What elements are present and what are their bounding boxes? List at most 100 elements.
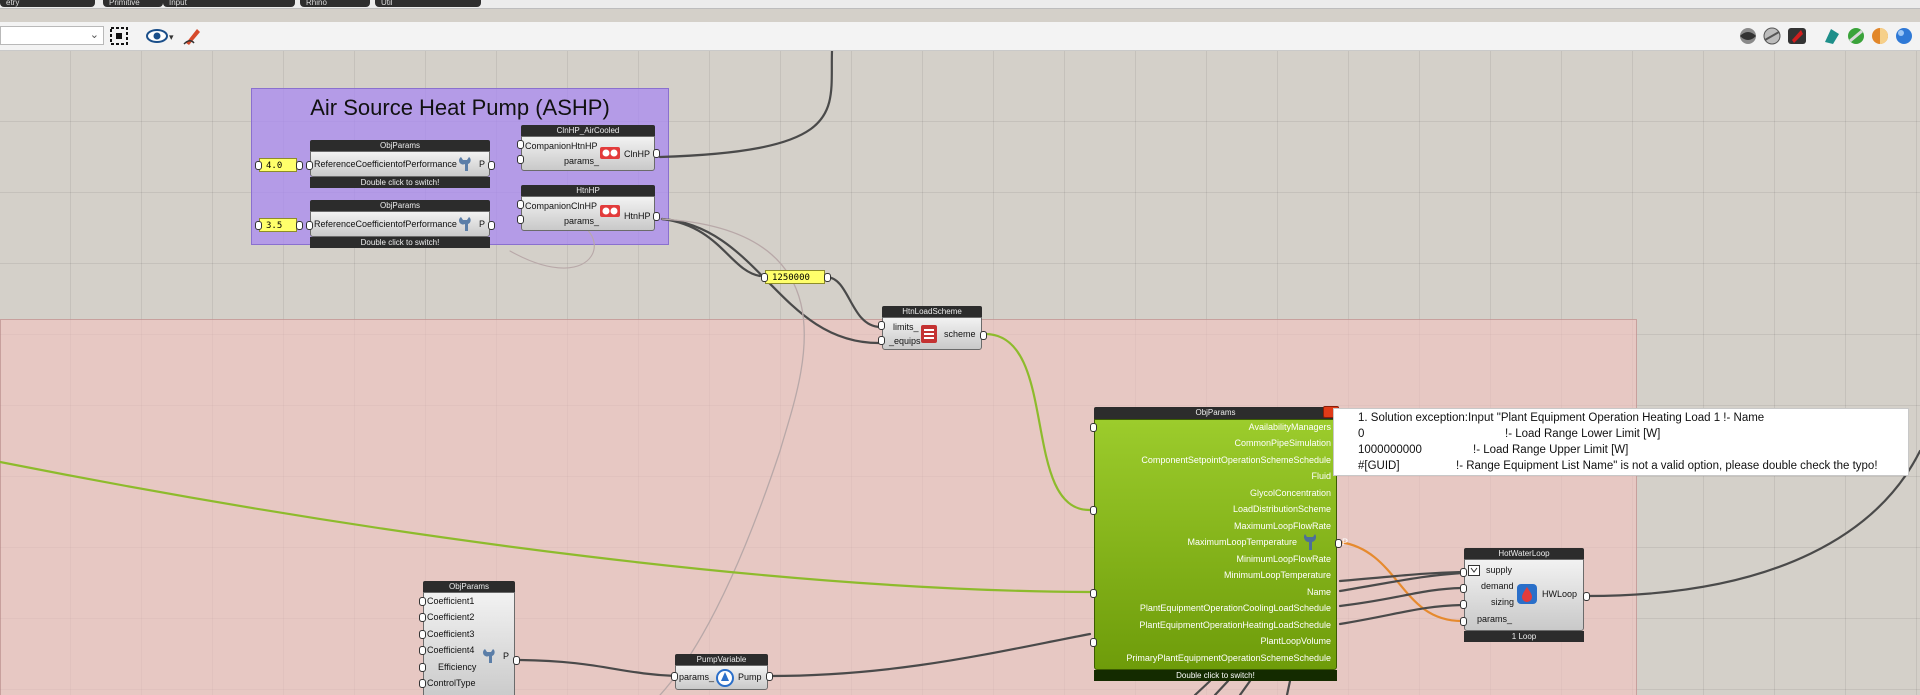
display-material-icon[interactable] [1845, 26, 1867, 46]
clnhp-output[interactable]: ClnHP [624, 149, 651, 159]
clnhp-input-companion[interactable]: CompanionHtnHP [525, 141, 598, 151]
objparams-plantloop-output[interactable]: P [1341, 537, 1348, 547]
load-limit-panel[interactable]: 1250000 [765, 270, 825, 284]
objparams-plantloop[interactable]: ObjParams AvailabilityManagers CommonPip… [1094, 407, 1348, 681]
htnhp-input-params[interactable]: params_ [564, 216, 600, 226]
clnhp-aircooled[interactable]: ClnHP_AirCooled CompanionHtnHP params_ C… [521, 125, 655, 171]
pump-input-coefficient2[interactable]: Coefficient2 [427, 612, 475, 622]
pin[interactable] [1460, 617, 1467, 626]
objparams-heating-footer[interactable]: Double click to switch! [310, 237, 490, 248]
pin[interactable] [255, 161, 262, 170]
pin[interactable] [419, 597, 426, 606]
eye-icon[interactable]: ▾ [145, 26, 174, 46]
pin[interactable] [878, 336, 885, 345]
input-cooling-load-schedule[interactable]: PlantEquipmentOperationCoolingLoadSchedu… [1139, 603, 1331, 613]
pumpvariable-input-params[interactable]: params_ [679, 672, 715, 682]
objparams-plantloop-footer[interactable]: Double click to switch! [1094, 670, 1337, 681]
htnloadscheme-input-limits[interactable]: limits_ [893, 322, 919, 332]
hotwaterloop-input-demand[interactable]: demand [1481, 581, 1514, 591]
pin[interactable] [255, 221, 262, 230]
htnloadscheme-input-equips[interactable]: _equips [889, 336, 921, 346]
objparams-cooling-input[interactable]: ReferenceCoefficientofPerformance [314, 159, 457, 169]
hotwaterloop[interactable]: HotWaterLoop supply demand sizing params… [1464, 548, 1584, 642]
pin[interactable] [419, 663, 426, 672]
pin[interactable] [296, 221, 303, 230]
objparams-heating[interactable]: ObjParams ReferenceCoefficientofPerforma… [310, 200, 490, 248]
pin[interactable] [671, 672, 678, 681]
hotwaterloop-input-supply[interactable]: supply [1486, 565, 1513, 575]
chevron-down-icon[interactable]: ⌄ [89, 29, 99, 41]
clnhp-input-params[interactable]: params_ [564, 156, 600, 166]
htnhp-output[interactable]: HtnHP [624, 211, 651, 221]
pin[interactable] [1460, 568, 1467, 577]
objparams-pump[interactable]: ObjParams Coefficient1 Coefficient2 Coef… [423, 581, 515, 695]
pin[interactable] [419, 613, 426, 622]
input-availability-managers[interactable]: AvailabilityManagers [1248, 422, 1331, 432]
pin[interactable] [824, 273, 831, 282]
tab-input[interactable]: Input [163, 0, 295, 7]
pin[interactable] [419, 679, 426, 688]
tab-geometry[interactable]: etry [0, 0, 95, 7]
tab-util[interactable]: Util [375, 0, 481, 7]
tab-rhino[interactable]: Rhino [300, 0, 370, 7]
input-name[interactable]: Name [1306, 587, 1331, 597]
pin[interactable] [517, 140, 524, 149]
pin[interactable] [517, 200, 524, 209]
cop-cooling-panel[interactable]: 4.0 [259, 158, 297, 172]
objparams-cooling[interactable]: ObjParams ReferenceCoefficientofPerforma… [310, 140, 490, 188]
cop-heating-panel[interactable]: 3.5 [259, 218, 297, 232]
pin[interactable] [1583, 592, 1590, 601]
htnhp-input-companion[interactable]: CompanionClnHP [525, 201, 598, 211]
input-common-pipe-simulation[interactable]: CommonPipeSimulation [1234, 438, 1331, 448]
sketch-pen-icon[interactable] [182, 26, 204, 46]
hotwaterloop-output[interactable]: HWLoop [1542, 589, 1578, 599]
pin[interactable] [488, 221, 495, 230]
hotwaterloop-input-sizing[interactable]: sizing [1491, 597, 1515, 607]
pin[interactable] [1460, 600, 1467, 609]
pump-input-efficiency[interactable]: Efficiency [438, 662, 477, 672]
pin[interactable] [1090, 423, 1097, 432]
objparams-pump-output[interactable]: P [503, 651, 510, 661]
pin[interactable] [1335, 539, 1342, 548]
preview-wire-icon[interactable] [1761, 26, 1783, 46]
pin[interactable] [1460, 584, 1467, 593]
htnhp[interactable]: HtnHP CompanionClnHP params_ HtnHP [521, 185, 655, 231]
input-fluid[interactable]: Fluid [1311, 471, 1331, 481]
input-glycol-concentration[interactable]: GlycolConcentration [1249, 488, 1331, 498]
pin[interactable] [419, 646, 426, 655]
select-window-icon[interactable] [108, 26, 130, 46]
pin[interactable] [306, 161, 313, 170]
input-load-distribution-scheme[interactable]: LoadDistributionScheme [1232, 504, 1331, 514]
display-color-icon[interactable] [1821, 26, 1843, 46]
pump-input-control-type[interactable]: ControlType [427, 678, 476, 688]
pump-input-coefficient4[interactable]: Coefficient4 [427, 645, 475, 655]
display-sphere-icon[interactable] [1893, 26, 1915, 46]
pin[interactable] [1090, 506, 1097, 515]
input-max-loop-flow-rate[interactable]: MaximumLoopFlowRate [1233, 521, 1331, 531]
pump-input-coefficient1[interactable]: Coefficient1 [427, 596, 475, 606]
pin[interactable] [1090, 638, 1097, 647]
pin[interactable] [517, 155, 524, 164]
objparams-heating-output[interactable]: P [479, 219, 486, 229]
hotwaterloop-input-params[interactable]: params_ [1477, 614, 1513, 624]
pin[interactable] [296, 161, 303, 170]
objparams-cooling-output[interactable]: P [479, 159, 486, 169]
pin[interactable] [513, 656, 520, 665]
hotwaterloop-toggle-icon[interactable] [1468, 565, 1480, 578]
htnloadscheme-output[interactable]: scheme [944, 329, 976, 339]
input-max-loop-temperature[interactable]: MaximumLoopTemperature [1187, 537, 1297, 547]
input-plant-loop-volume[interactable]: PlantLoopVolume [1260, 636, 1331, 646]
preview-shaded-icon[interactable] [1737, 26, 1759, 46]
input-component-setpoint-schedule[interactable]: ComponentSetpointOperationSchemeSchedule [1141, 455, 1331, 465]
objparams-heating-input[interactable]: ReferenceCoefficientofPerformance [314, 219, 457, 229]
grasshopper-canvas[interactable]: Air Source Heat Pump (ASHP) 4.0 [0, 51, 1920, 695]
pump-input-coefficient3[interactable]: Coefficient3 [427, 629, 475, 639]
pin[interactable] [653, 212, 660, 221]
pin[interactable] [419, 630, 426, 639]
pin[interactable] [761, 273, 768, 282]
input-heating-load-schedule[interactable]: PlantEquipmentOperationHeatingLoadSchedu… [1139, 620, 1331, 630]
pin[interactable] [878, 321, 885, 330]
pin[interactable] [306, 221, 313, 230]
objparams-cooling-footer[interactable]: Double click to switch! [310, 177, 490, 188]
pin[interactable] [488, 161, 495, 170]
